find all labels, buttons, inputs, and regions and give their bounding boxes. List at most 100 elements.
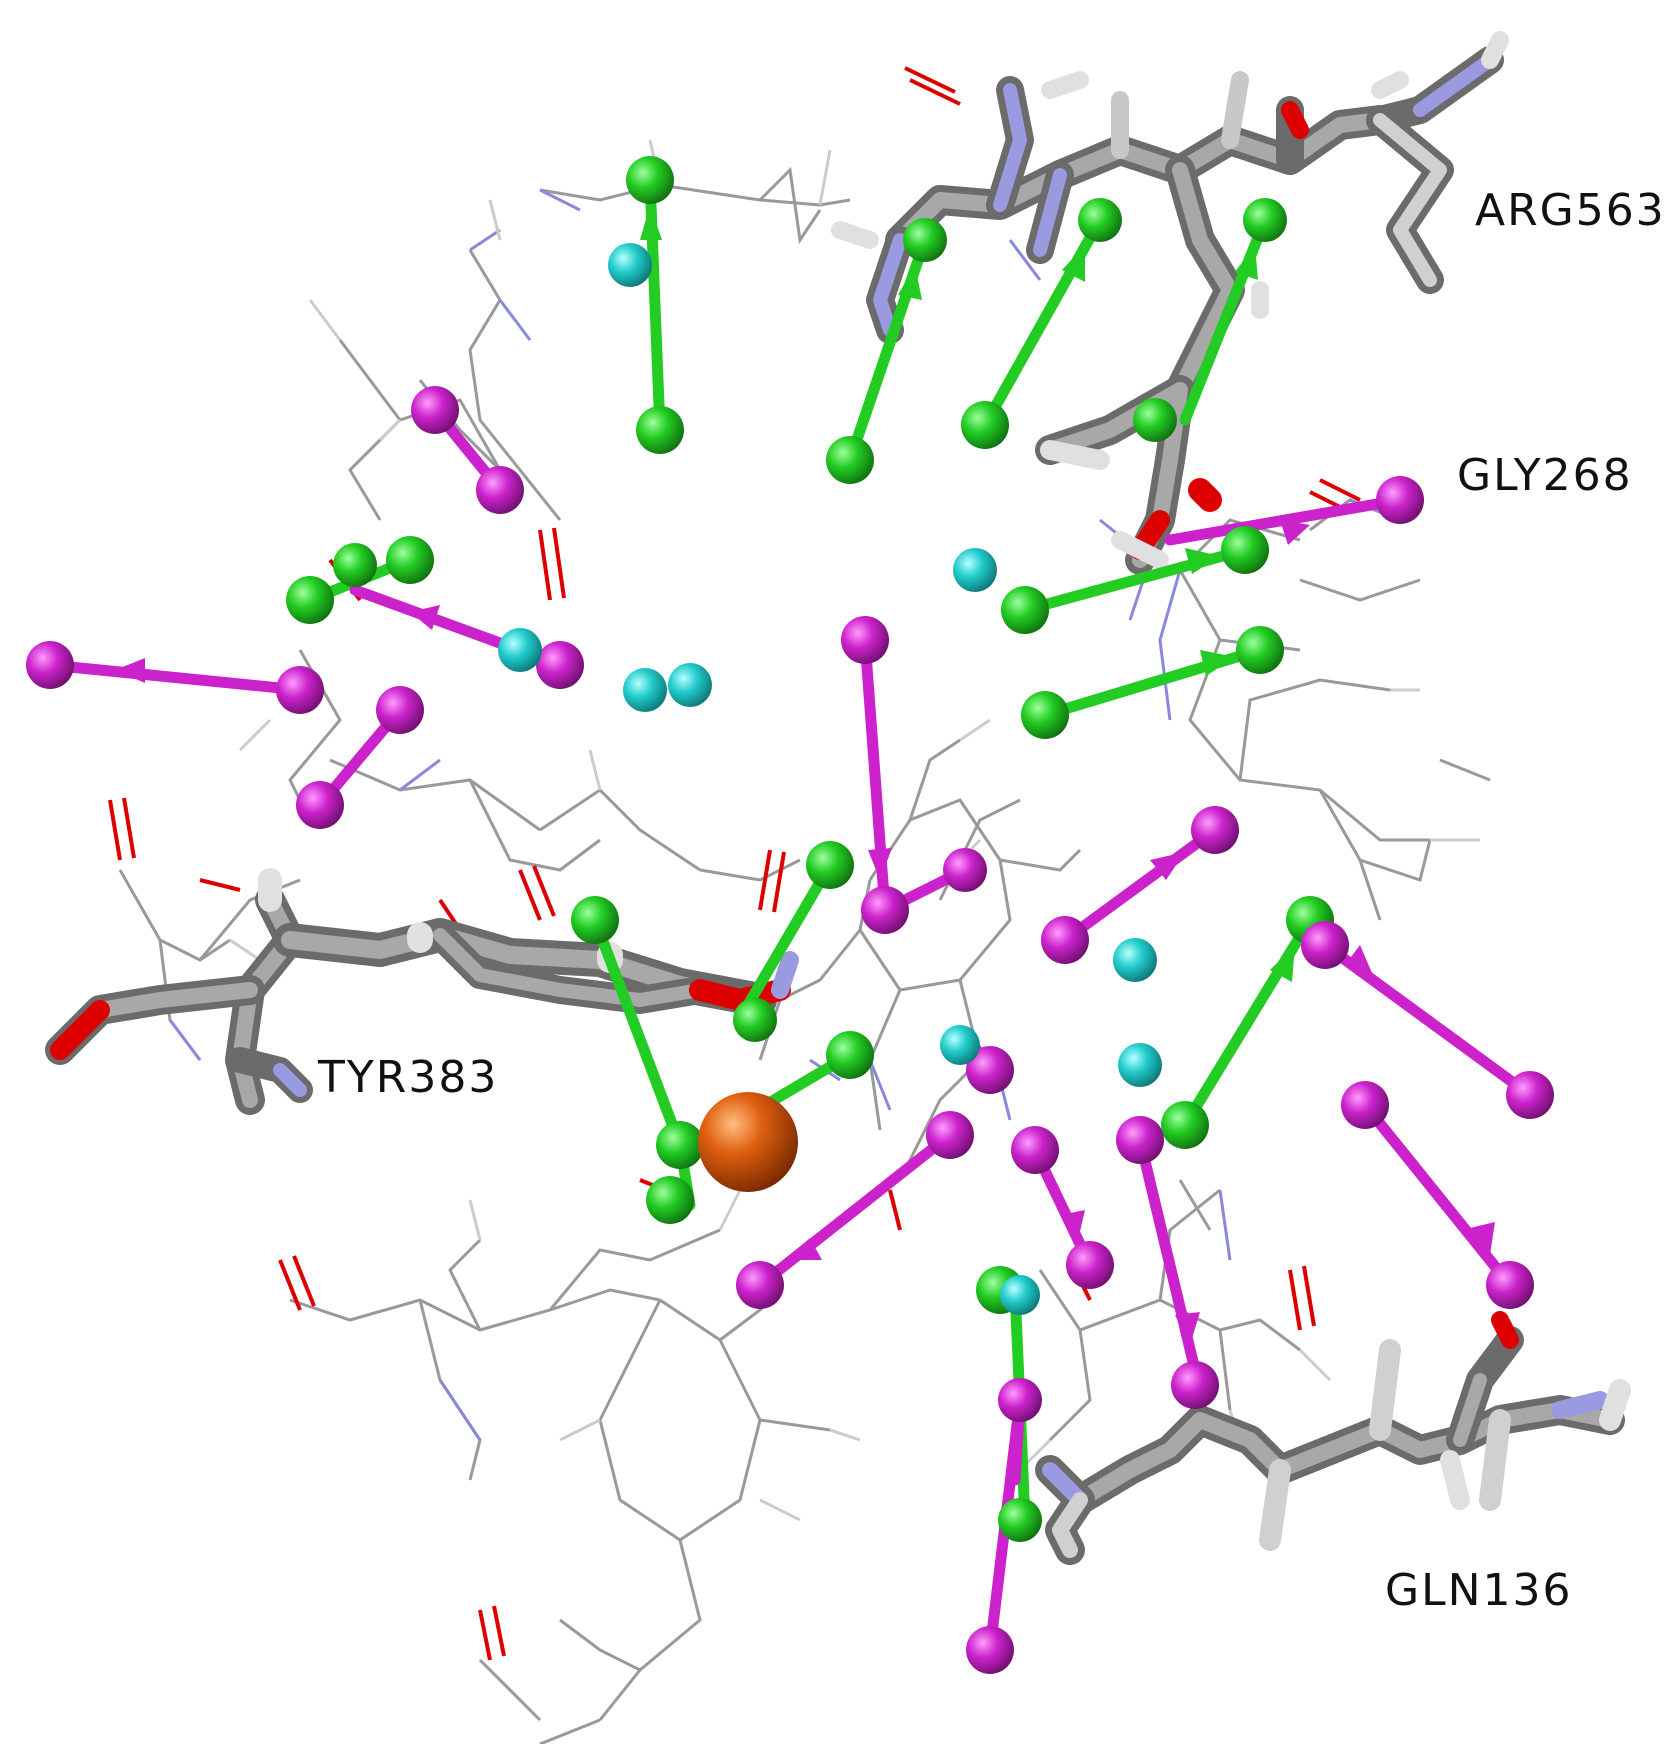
water-sphere	[1113, 938, 1157, 982]
residue-gln136-sticks	[1035, 1311, 1631, 1565]
green-sphere	[1221, 526, 1269, 574]
magenta-sphere	[411, 386, 459, 434]
green-vector	[739, 859, 836, 1016]
magenta-vector	[1359, 1099, 1516, 1291]
magenta-sphere	[1506, 1071, 1554, 1119]
residue-tyr383-sticks	[45, 868, 799, 1115]
green-sphere	[826, 1031, 874, 1079]
water-sphere	[623, 668, 667, 712]
wire-hydrogen-stubs	[229, 139, 1480, 1522]
magenta-arrowhead	[868, 848, 892, 880]
green-sphere	[636, 406, 684, 454]
magenta-sphere	[1041, 916, 1089, 964]
green-sphere	[1161, 1101, 1209, 1149]
green-sphere	[656, 1121, 704, 1169]
green-feature-spheres	[286, 156, 1334, 1542]
magenta-arrowhead	[1280, 520, 1310, 545]
water-sphere	[668, 663, 712, 707]
green-sphere	[961, 401, 1009, 449]
green-sphere	[1078, 198, 1122, 242]
magenta-sphere	[736, 1261, 784, 1309]
magenta-sphere	[1486, 1261, 1534, 1309]
magenta-sphere	[998, 1378, 1042, 1422]
green-sphere	[386, 536, 434, 584]
green-sphere	[806, 841, 854, 889]
wire-center	[758, 738, 1082, 1181]
water-spheres	[498, 243, 1162, 1315]
magenta-sphere	[1191, 806, 1239, 854]
magenta-arrowhead	[785, 1238, 822, 1260]
water-sphere	[1118, 1043, 1162, 1087]
stick-residues	[45, 31, 1631, 1565]
label-gln136: GLN136	[1385, 1565, 1573, 1616]
magenta-arrowhead	[1060, 1210, 1085, 1240]
label-gly268: GLY268	[1457, 450, 1633, 501]
water-sphere	[953, 548, 997, 592]
green-sphere	[903, 218, 947, 262]
magenta-sphere	[376, 686, 424, 734]
wire-nitrogen-segments	[168, 188, 1401, 1441]
magenta-sphere	[1341, 1081, 1389, 1129]
magenta-arrowhead	[1175, 1312, 1200, 1345]
magenta-sphere	[1376, 476, 1424, 524]
magenta-arrowhead	[410, 605, 440, 630]
arrow-heads	[115, 205, 1495, 1345]
green-sphere	[626, 156, 674, 204]
magenta-sphere	[26, 641, 74, 689]
magenta-sphere	[536, 641, 584, 689]
magenta-arrowhead	[1345, 945, 1375, 980]
magenta-vector	[44, 659, 306, 696]
green-arrowhead	[1200, 650, 1235, 676]
green-sphere	[1236, 626, 1284, 674]
magenta-vector	[1164, 494, 1406, 546]
green-sphere	[1133, 398, 1177, 442]
water-sphere	[498, 628, 542, 672]
green-sphere	[1001, 586, 1049, 634]
wire-top-left	[118, 166, 851, 1061]
magenta-sphere	[1171, 1361, 1219, 1409]
magenta-sphere	[1301, 921, 1349, 969]
magenta-arrowhead	[115, 658, 145, 683]
water-sphere	[1000, 1275, 1040, 1315]
green-sphere	[646, 1176, 694, 1224]
green-arrowhead	[1062, 245, 1085, 282]
green-vector	[589, 914, 686, 1151]
magenta-sphere	[861, 886, 909, 934]
magenta-sphere	[966, 1046, 1014, 1094]
magenta-vector	[1059, 824, 1221, 946]
magenta-arrowhead	[1470, 1222, 1495, 1255]
magenta-sphere	[296, 781, 344, 829]
magenta-sphere	[841, 616, 889, 664]
magenta-sphere	[966, 1626, 1014, 1674]
label-arg563: ARG563	[1475, 185, 1665, 236]
green-sphere	[1243, 198, 1287, 242]
magenta-sphere	[276, 666, 324, 714]
magenta-arrowhead	[1150, 852, 1185, 880]
magenta-sphere	[476, 466, 524, 514]
water-sphere	[940, 1025, 980, 1065]
green-sphere	[733, 998, 777, 1042]
magenta-sphere	[1011, 1126, 1059, 1174]
green-sphere	[333, 543, 377, 587]
green-arrowhead	[640, 205, 662, 240]
residue-arg563-sticks	[831, 31, 1509, 405]
residue-labels: ARG563 GLY268 TYR383 GLN136	[317, 185, 1665, 1616]
magenta-sphere	[1116, 1116, 1164, 1164]
label-tyr383: TYR383	[317, 1052, 498, 1103]
green-arrowhead	[1270, 945, 1295, 982]
green-sphere	[1021, 691, 1069, 739]
green-sphere	[998, 1498, 1042, 1542]
green-sphere	[571, 896, 619, 944]
green-arrowhead	[898, 265, 922, 300]
magenta-sphere	[1066, 1241, 1114, 1289]
green-arrowhead	[1235, 245, 1258, 280]
magenta-feature-spheres	[26, 386, 1554, 1674]
water-sphere	[608, 243, 652, 287]
magenta-sphere	[943, 848, 987, 892]
green-sphere	[286, 576, 334, 624]
green-sphere	[826, 436, 874, 484]
magenta-sphere	[926, 1111, 974, 1159]
metal-ion-sphere	[698, 1092, 798, 1192]
green-arrowhead	[1185, 548, 1220, 574]
